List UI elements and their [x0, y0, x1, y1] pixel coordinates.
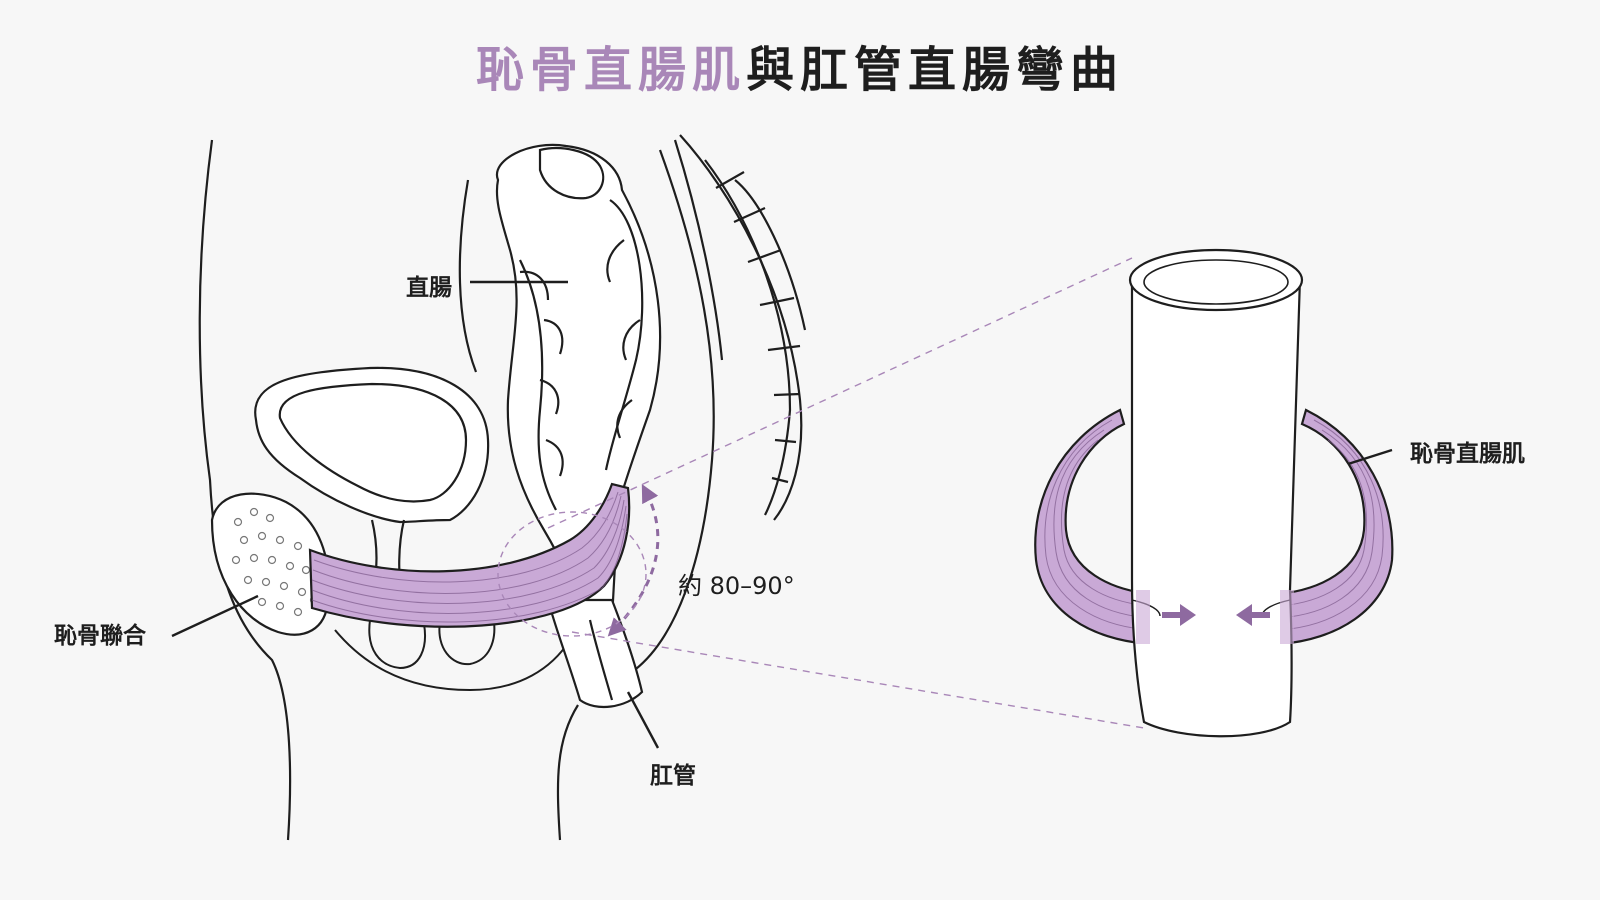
squeeze-arrow-left [1162, 604, 1196, 626]
angle-arrow [607, 484, 660, 637]
perineal-structures [334, 619, 571, 692]
title-accent: 恥骨直腸肌 [475, 42, 746, 98]
zoomed-view [1034, 248, 1394, 738]
sacrum [673, 134, 807, 521]
leader-lines [171, 280, 1393, 749]
projection-lines [547, 257, 1145, 729]
bladder [254, 366, 490, 601]
squeeze-arrow-right [1236, 604, 1270, 626]
anal-canal-label: 肛管 [650, 763, 696, 789]
pubic-symphysis-label: 恥骨聯合 [54, 623, 146, 649]
puborectalis-label: 恥骨直腸肌 [1410, 441, 1525, 467]
pubic-symphysis [210, 492, 330, 636]
zoom-circle [497, 511, 647, 637]
angle-label: 約 80–90° [678, 572, 795, 600]
pelvic-floor-contour [631, 149, 715, 673]
title-rest: 與肛管直腸彎曲 [746, 42, 1125, 98]
rectum-label: 直腸 [406, 275, 452, 301]
page-title: 恥骨直腸肌與肛管直腸彎曲 [0, 30, 1600, 100]
